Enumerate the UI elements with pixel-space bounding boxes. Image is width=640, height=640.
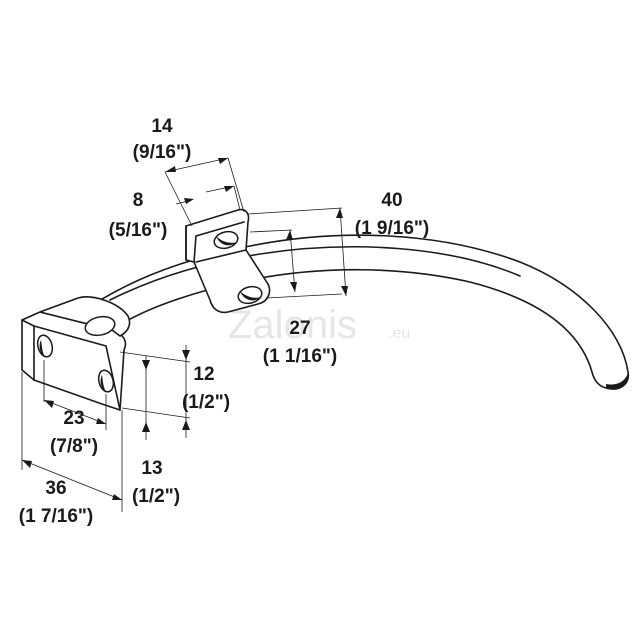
dim-12-value: 12	[193, 364, 214, 385]
dim-13-inch: (1/2")	[132, 486, 180, 507]
left-hole-2-shadow	[100, 375, 106, 392]
dim-40-inch: (1 9/16")	[355, 218, 430, 239]
dim-14-value: 14	[151, 116, 173, 137]
dim-23-value: 23	[63, 408, 84, 429]
dim-12-inch: (1/2")	[182, 392, 230, 413]
dimension-labels: 14 (9/16") 8 (5/16") 40 (1 9/16") 27 (1 …	[19, 116, 430, 527]
dim-36-inch: (1 7/16")	[19, 506, 94, 527]
left-hole-1-shadow	[39, 340, 45, 357]
dim-27-inch: (1 1/16")	[263, 346, 338, 367]
right-hole-1-shadow	[216, 236, 237, 246]
dim-40-value: 40	[381, 190, 402, 211]
dim-13-value: 13	[141, 458, 162, 479]
dim-27-value: 27	[289, 318, 310, 339]
left-plate-fold	[33, 325, 121, 411]
right-hole-2-shadow	[240, 291, 261, 301]
dim-23-inch: (7/8")	[50, 436, 98, 457]
right-bracket-inner	[195, 249, 247, 263]
dim-8-inch: (5/16")	[109, 220, 168, 241]
dimension-lines	[21, 157, 348, 512]
dim-8-value: 8	[133, 190, 144, 211]
left-plate-hole-upper	[84, 315, 116, 337]
watermark: Zalonis .eu	[228, 303, 410, 347]
dim-36-value: 36	[45, 478, 66, 499]
watermark-suffix: .eu	[388, 325, 410, 342]
handle-tip-shadow	[606, 372, 629, 390]
handle-bow-ridge	[109, 246, 521, 301]
right-bracket-fold	[193, 221, 245, 263]
dim-14-inch: (9/16")	[133, 142, 192, 163]
watermark-brand: Zalonis	[228, 303, 357, 347]
